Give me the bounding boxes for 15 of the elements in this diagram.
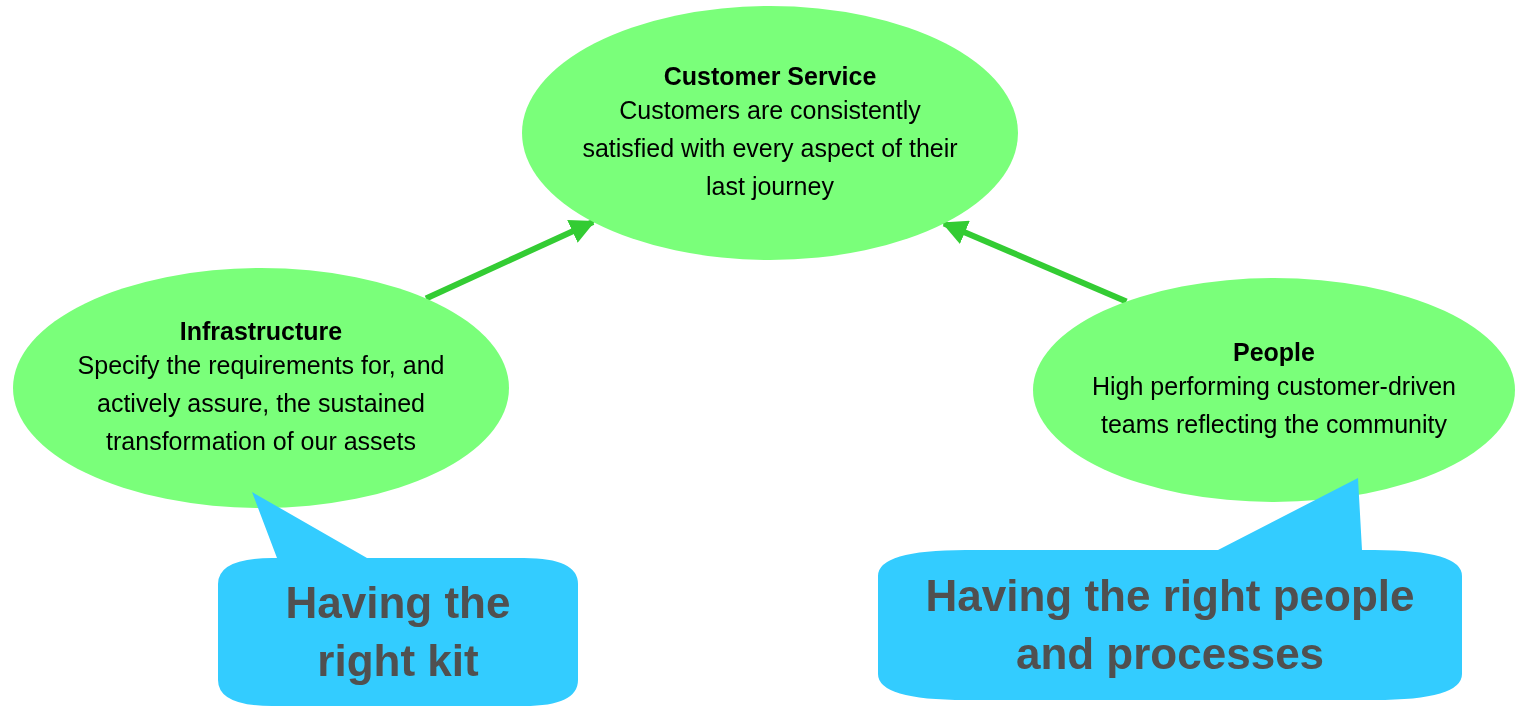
node-title: Infrastructure [179,316,343,346]
arrow [941,220,1128,305]
callout-text: Having the right people and processes [924,570,1416,680]
callout-text: Having the right kit [284,577,512,687]
ellipse-node [522,6,1018,260]
speech-bubble [878,478,1462,700]
speech-bubble [218,492,578,706]
node-description: High performing customer-driven teams reflecting the community [1091,371,1457,440]
ellipse-node [1033,278,1515,502]
ellipse-node [13,268,509,508]
node-title: People [1233,337,1315,367]
node-description: Customers are consistently satisfied with every aspect of their last journey [581,95,959,202]
node-title: Customer Service [663,61,877,91]
node-description: Specify the requirements for, and actively assure, the sustained transformation of our assets [76,350,446,457]
arrow [424,219,596,302]
